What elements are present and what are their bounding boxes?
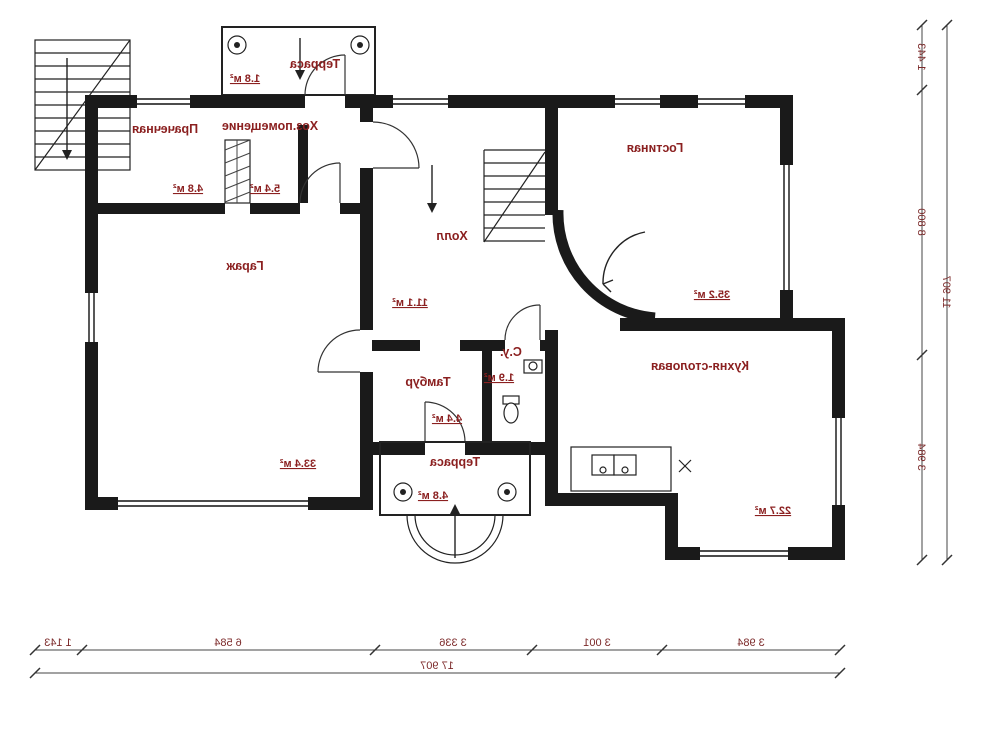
room-area-vestibule: 4.4 м² [432,413,462,425]
doors [299,54,541,443]
dim-bottom-4: 3 001 [583,637,611,649]
dim-right-1: 1 443 [915,43,927,71]
dimensions-right: 1 443 8 800 3 984 11 907 [915,19,953,566]
toilet [502,395,520,424]
porch-column [497,482,517,502]
room-label-living: Гостиная [627,141,684,155]
garage-door [118,497,308,510]
room-label-garage: Гараж [226,259,263,273]
room-area-living: 35.2 м² [694,289,731,301]
window [85,293,98,342]
window [615,95,660,108]
dim-bottom-2: 6 584 [214,637,242,649]
walls [85,95,845,560]
window [137,95,190,108]
interior-stairs [427,149,546,243]
dim-right-2: 8 800 [915,208,927,236]
dimensions-bottom: 1 143 6 584 3 336 3 001 3 984 17 907 [29,637,846,679]
window [698,95,745,108]
room-area-terrace-top: 1.8 м² [230,73,260,85]
dim-bottom-1: 1 143 [44,637,72,649]
living-swing-arrow [602,231,646,293]
sink-wc [523,359,543,374]
chimney-block [224,139,251,204]
terrace-column [350,35,370,55]
terrace-top [221,26,376,96]
room-label-vestibule: Тамбур [405,375,451,389]
door-wc [504,304,541,341]
door-terrace [304,54,346,96]
dim-bottom-3: 3 336 [439,637,467,649]
window [780,165,793,290]
room-area-hall: 11.1 м² [392,297,428,309]
room-label-kitchen: Кухня-столовая [651,359,749,373]
room-label-wc: С.у. [500,345,522,359]
window [393,95,448,108]
door-garage-vestibule [317,329,361,373]
room-area-kitchen: 22.7 м² [755,505,792,517]
room-label-utility: Хоз.помещение [222,119,318,133]
curved-wall [552,209,656,324]
dim-bottom-total: 17 907 [420,660,454,672]
door-laundry [299,162,341,204]
porch [379,441,531,564]
dim-bottom-5: 3 984 [737,637,765,649]
room-area-garage: 33.4 м² [280,458,317,470]
kitchen-counter [570,446,692,492]
window [700,547,788,560]
room-area-laundry: 4.8 м² [173,183,203,195]
room-label-laundry: Прачечная [132,122,198,136]
porch-column [393,482,413,502]
dim-right-total: 11 907 [940,276,952,309]
room-label-porch: Терраса [429,455,480,469]
dim-right-3: 3 984 [915,443,927,471]
fixtures [502,231,692,492]
door-utility-hall [372,121,420,169]
outdoor-stairs [34,39,131,171]
door-entrance [424,401,466,443]
window [832,418,845,505]
room-area-utility: 5.4 м² [250,183,280,195]
room-label-hall: Холл [436,229,467,243]
terrace-column [227,35,247,55]
windows [85,95,845,560]
room-labels: Терраса 1.8 м² Прачечная 4.8 м² Хоз.поме… [132,57,791,517]
room-label-terrace-top: Терраса [289,57,340,71]
room-area-porch: 4.8 м² [418,490,448,502]
room-area-wc: 1.9 м² [484,372,514,384]
